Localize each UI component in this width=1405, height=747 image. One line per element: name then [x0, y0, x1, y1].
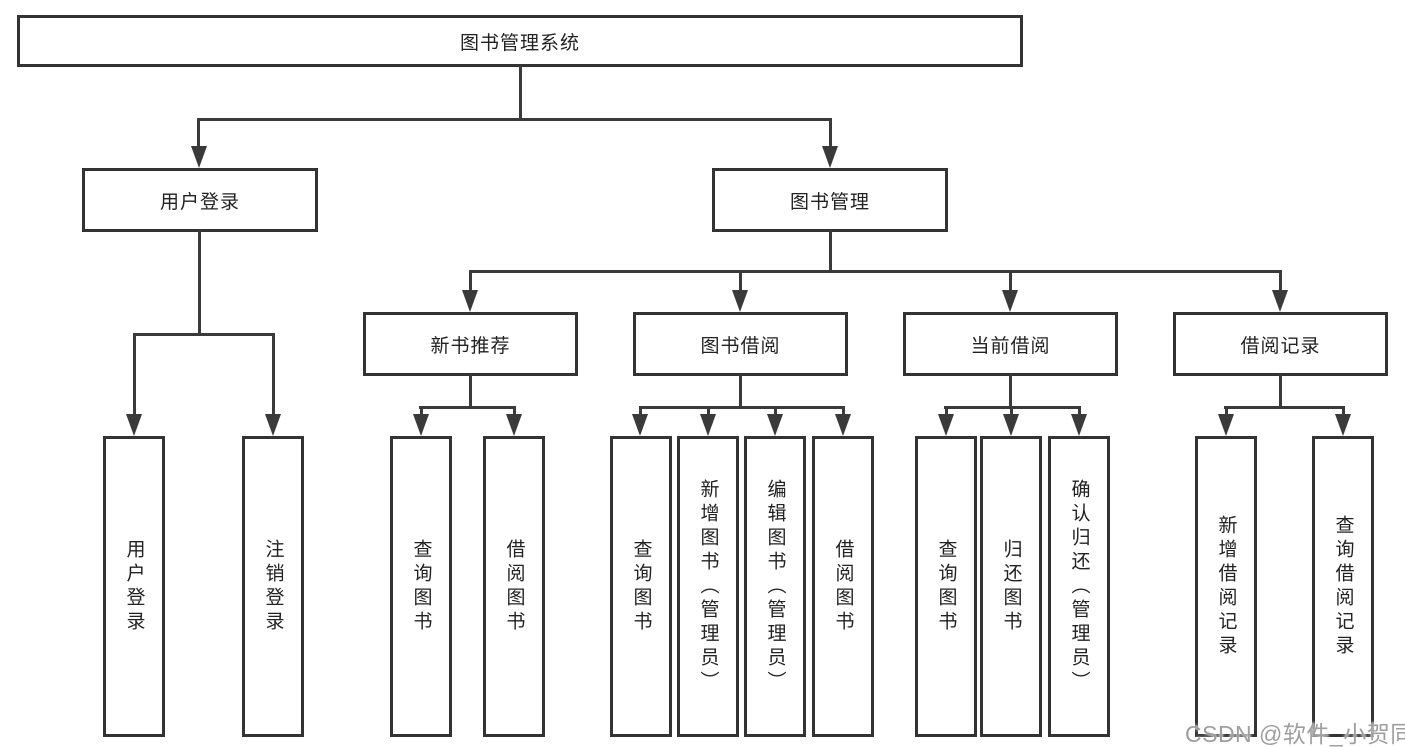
leaf-query-books-1: 查询图书	[390, 436, 452, 737]
arrow-down-icon	[126, 414, 142, 436]
arrow-down-icon	[1335, 414, 1351, 436]
connector-root-bus	[198, 118, 832, 121]
csdn-watermark: CSDN @软件_小贺同学	[1185, 721, 1405, 747]
leaf-query-borrow-record-label: 查询借阅记录	[1332, 514, 1354, 659]
leaf-query-books-3: 查询图书	[915, 436, 977, 737]
leaf-query-books-2: 查询图书	[610, 436, 672, 737]
connector-login-stem	[198, 230, 201, 335]
leaf-borrow-books-1: 借阅图书	[483, 436, 545, 737]
connector-stem	[1009, 374, 1012, 409]
arrow-down-icon	[191, 146, 207, 168]
arrow-down-icon	[1272, 290, 1288, 312]
node-new-book-recommend-label: 新书推荐	[430, 335, 511, 357]
leaf-confirm-return-admin-label: 确认归还（管理员）	[1068, 478, 1090, 695]
leaf-add-borrow-record: 新增借阅记录	[1195, 436, 1257, 737]
connector-drop	[842, 406, 845, 418]
connector-drop	[513, 406, 516, 418]
connector-stem	[739, 374, 742, 409]
connector-drop	[469, 270, 472, 292]
connector-login-bus	[133, 333, 275, 336]
arrow-down-icon	[413, 414, 429, 436]
leaf-borrow-books-2: 借阅图书	[812, 436, 874, 737]
arrow-down-icon	[1002, 290, 1018, 312]
arrow-down-icon	[1003, 414, 1019, 436]
arrow-down-icon	[732, 290, 748, 312]
connector-bus	[1224, 406, 1345, 409]
arrow-down-icon	[700, 414, 716, 436]
leaf-query-books-2-label: 查询图书	[630, 538, 652, 635]
node-root: 图书管理系统	[17, 15, 1023, 67]
arrow-down-icon	[462, 290, 478, 312]
leaf-logout-label: 注销登录	[262, 538, 284, 635]
connector-drop	[774, 406, 777, 418]
arrow-down-icon	[265, 414, 281, 436]
connector-root-stem	[519, 66, 522, 120]
connector-drop	[1078, 406, 1081, 418]
connector-drop	[1225, 406, 1228, 418]
leaf-query-borrow-record: 查询借阅记录	[1312, 436, 1374, 737]
node-borrow-records: 借阅记录	[1173, 312, 1388, 376]
connector-drop	[420, 406, 423, 418]
node-user-login-label: 用户登录	[159, 191, 240, 213]
connector-drop-mgmt	[829, 118, 832, 150]
connector-drop	[1010, 406, 1013, 418]
leaf-query-books-3-label: 查询图书	[935, 538, 957, 635]
node-book-mgmt-label: 图书管理	[789, 191, 870, 213]
node-book-borrow-label: 图书借阅	[700, 335, 781, 357]
leaf-user-login: 用户登录	[103, 436, 165, 737]
leaf-return-books-label: 归还图书	[1000, 538, 1022, 635]
arrow-down-icon	[835, 414, 851, 436]
connector-drop	[1279, 270, 1282, 292]
connector-drop	[945, 406, 948, 418]
connector-bus	[419, 406, 516, 409]
node-current-borrow-label: 当前借阅	[970, 335, 1051, 357]
node-root-label: 图书管理系统	[459, 32, 580, 54]
connector-drop	[739, 270, 742, 292]
connector-drop	[272, 333, 275, 416]
leaf-borrow-books-2-label: 借阅图书	[832, 538, 854, 635]
arrow-down-icon	[767, 414, 783, 436]
connector-drop	[133, 333, 136, 416]
leaf-edit-books-admin-label: 编辑图书（管理员）	[764, 478, 786, 695]
leaf-edit-books-admin: 编辑图书（管理员）	[744, 436, 806, 737]
node-book-mgmt: 图书管理	[712, 168, 948, 232]
node-user-login: 用户登录	[82, 168, 318, 232]
connector-stem	[469, 374, 472, 409]
leaf-user-login-label: 用户登录	[123, 538, 145, 635]
leaf-logout: 注销登录	[242, 436, 304, 737]
leaf-return-books: 归还图书	[980, 436, 1042, 737]
connector-drop-login	[197, 118, 200, 150]
leaf-borrow-books-1-label: 借阅图书	[503, 538, 525, 635]
arrow-down-icon	[1071, 414, 1087, 436]
connector-drop	[707, 406, 710, 418]
leaf-query-books-1-label: 查询图书	[410, 538, 432, 635]
arrow-down-icon	[1218, 414, 1234, 436]
connector-drop	[1009, 270, 1012, 292]
connector-mgmt-bus	[469, 270, 1281, 273]
arrow-down-icon	[938, 414, 954, 436]
leaf-add-borrow-record-label: 新增借阅记录	[1215, 514, 1237, 659]
connector-bus	[639, 406, 845, 409]
arrow-down-icon	[506, 414, 522, 436]
node-borrow-records-label: 借阅记录	[1240, 335, 1321, 357]
leaf-confirm-return-admin: 确认归还（管理员）	[1048, 436, 1110, 737]
connector-mgmt-stem	[829, 230, 832, 272]
connector-stem	[1279, 374, 1282, 409]
connector-drop	[639, 406, 642, 418]
node-book-borrow: 图书借阅	[633, 312, 848, 376]
node-current-borrow: 当前借阅	[903, 312, 1118, 376]
leaf-add-books-admin: 新增图书（管理员）	[677, 436, 739, 737]
leaf-add-books-admin-label: 新增图书（管理员）	[697, 478, 719, 695]
arrow-down-icon	[632, 414, 648, 436]
arrow-down-icon	[822, 146, 838, 168]
node-new-book-recommend: 新书推荐	[363, 312, 578, 376]
connector-drop	[1342, 406, 1345, 418]
